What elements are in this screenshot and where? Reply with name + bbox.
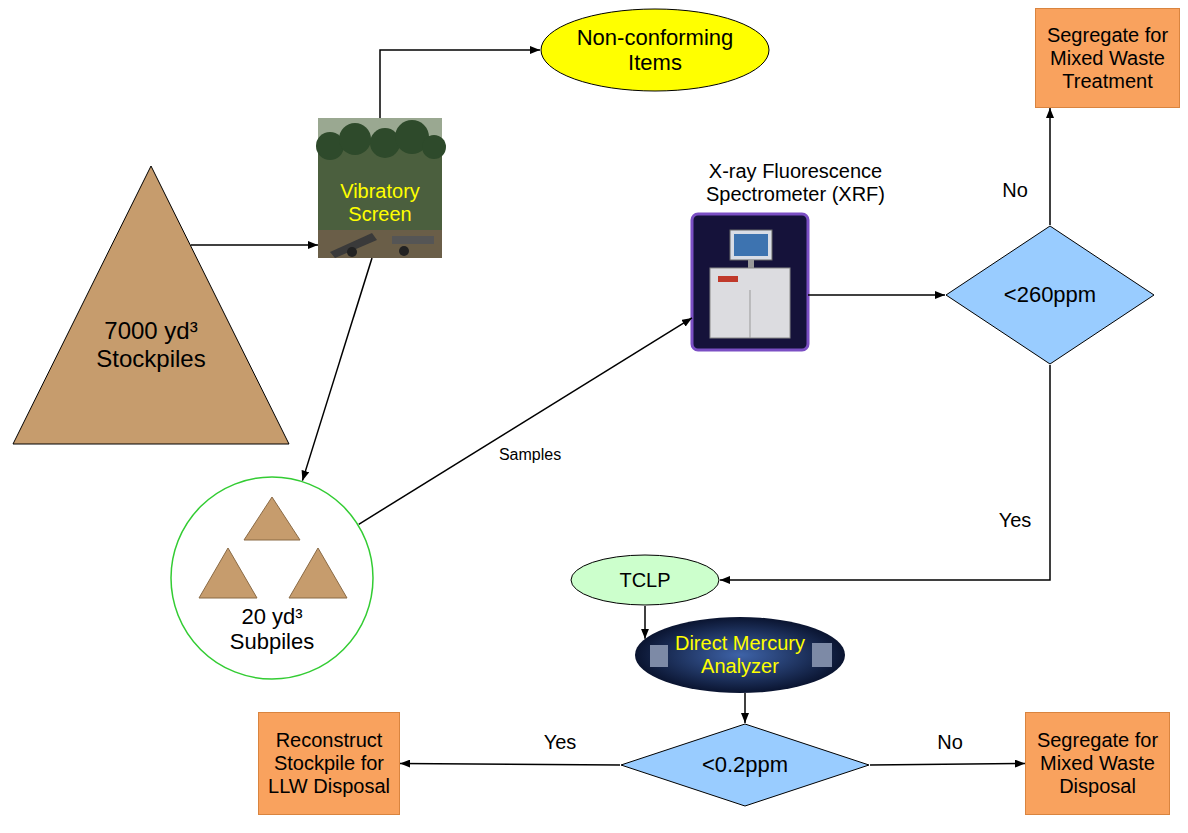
flow-arrow	[1049, 108, 1051, 225]
photo-tree	[370, 128, 400, 158]
analyzer-instrument	[650, 645, 668, 667]
subpile-triangle	[199, 548, 257, 598]
node-text: <260ppm	[1004, 282, 1096, 307]
node-text: X-ray Fluorescence Spectrometer (XRF)	[690, 160, 902, 206]
photo-soil	[318, 230, 442, 258]
flow-arrow	[644, 606, 646, 639]
stockpile-triangle-outline	[12, 165, 290, 445]
xrf-screen	[734, 234, 768, 256]
screen-machine	[330, 233, 377, 258]
process-box-shape	[1036, 9, 1180, 108]
subpile-triangle	[289, 548, 347, 598]
edge-label: Samples	[496, 446, 564, 464]
analyzer-picture	[635, 617, 845, 693]
xrf-door-line	[750, 290, 751, 338]
xrf-frame	[692, 214, 808, 350]
machine-wheel	[399, 246, 409, 256]
edge-label: No	[999, 179, 1031, 202]
node-text: Reconstruct Stockpile for LLW Disposal	[263, 729, 395, 798]
subpile-circle-shape	[171, 477, 373, 679]
flow-arrow	[870, 764, 1025, 766]
process-box: Reconstruct Stockpile for LLW Disposal	[258, 712, 400, 815]
flow-arrow	[380, 50, 540, 118]
analyzer-ellipse	[635, 617, 845, 693]
photo-tree	[339, 123, 371, 155]
node-text: 7000 yd³ Stockpiles	[86, 317, 216, 372]
process-ellipse-shape	[571, 555, 719, 605]
decision-diamond-shape	[946, 226, 1154, 364]
xrf-monitor	[730, 230, 772, 260]
subpile-triangles	[199, 497, 347, 598]
flow-arrow	[302, 258, 372, 481]
output-ellipse: Non-conforming Items	[540, 8, 770, 92]
flow-arrow	[359, 318, 692, 524]
node-text: Vibratory Screen	[324, 180, 436, 226]
node-text: Segregate for Mixed Waste Disposal	[1030, 729, 1165, 798]
machine-wheel	[347, 247, 357, 257]
node-text: TCLP	[619, 569, 670, 592]
node-text: <0.2ppm	[702, 752, 788, 777]
xrf-stand	[748, 260, 754, 268]
analyzer-node: Direct Mercury Analyzer	[635, 617, 845, 693]
process-ellipse: TCLP	[570, 554, 720, 606]
stockpile-triangle-shape	[13, 166, 289, 444]
process-box-shape	[259, 713, 400, 815]
screen-photo-node: Vibratory Screen	[318, 118, 442, 258]
process-box: Segregate for Mixed Waste Disposal	[1025, 712, 1170, 815]
node-text: Non-conforming Items	[565, 25, 745, 76]
stockpile-triangle: 7000 yd³ Stockpiles	[12, 165, 290, 445]
decision-diamond: <260ppm	[945, 225, 1155, 365]
xrf-cabinet	[710, 268, 790, 338]
screen-photo	[316, 118, 446, 258]
flow-arrow	[400, 764, 620, 766]
decision-diamond: <0.2ppm	[620, 723, 870, 807]
process-box-shape	[1026, 713, 1170, 815]
node-text: Direct Mercury Analyzer	[655, 632, 825, 678]
process-box: Segregate for Mixed Waste Treatment	[1035, 8, 1180, 108]
edge-label: Yes	[541, 731, 580, 754]
analyzer-instrument	[812, 643, 832, 667]
instrument-node: X-ray Fluorescence Spectrometer (XRF)	[688, 160, 903, 350]
flow-arrow	[720, 365, 1050, 580]
flow-arrow	[191, 244, 318, 246]
edge-label: Yes	[996, 509, 1035, 532]
edge-label: No	[934, 731, 966, 754]
flow-arrow	[744, 693, 746, 723]
photo-tree	[422, 135, 446, 159]
node-text: Segregate for Mixed Waste Treatment	[1040, 24, 1175, 93]
output-ellipse-shape	[541, 9, 769, 91]
node-text: 20 yd³ Subpiles	[217, 604, 327, 655]
subpile-circle: 20 yd³ Subpiles	[170, 476, 374, 680]
subpile-triangle	[244, 497, 300, 540]
screen-conveyor	[392, 236, 434, 244]
decision-diamond-shape	[621, 724, 869, 806]
flow-arrow	[808, 294, 945, 296]
xrf-picture	[692, 214, 808, 350]
xrf-light	[718, 276, 738, 282]
